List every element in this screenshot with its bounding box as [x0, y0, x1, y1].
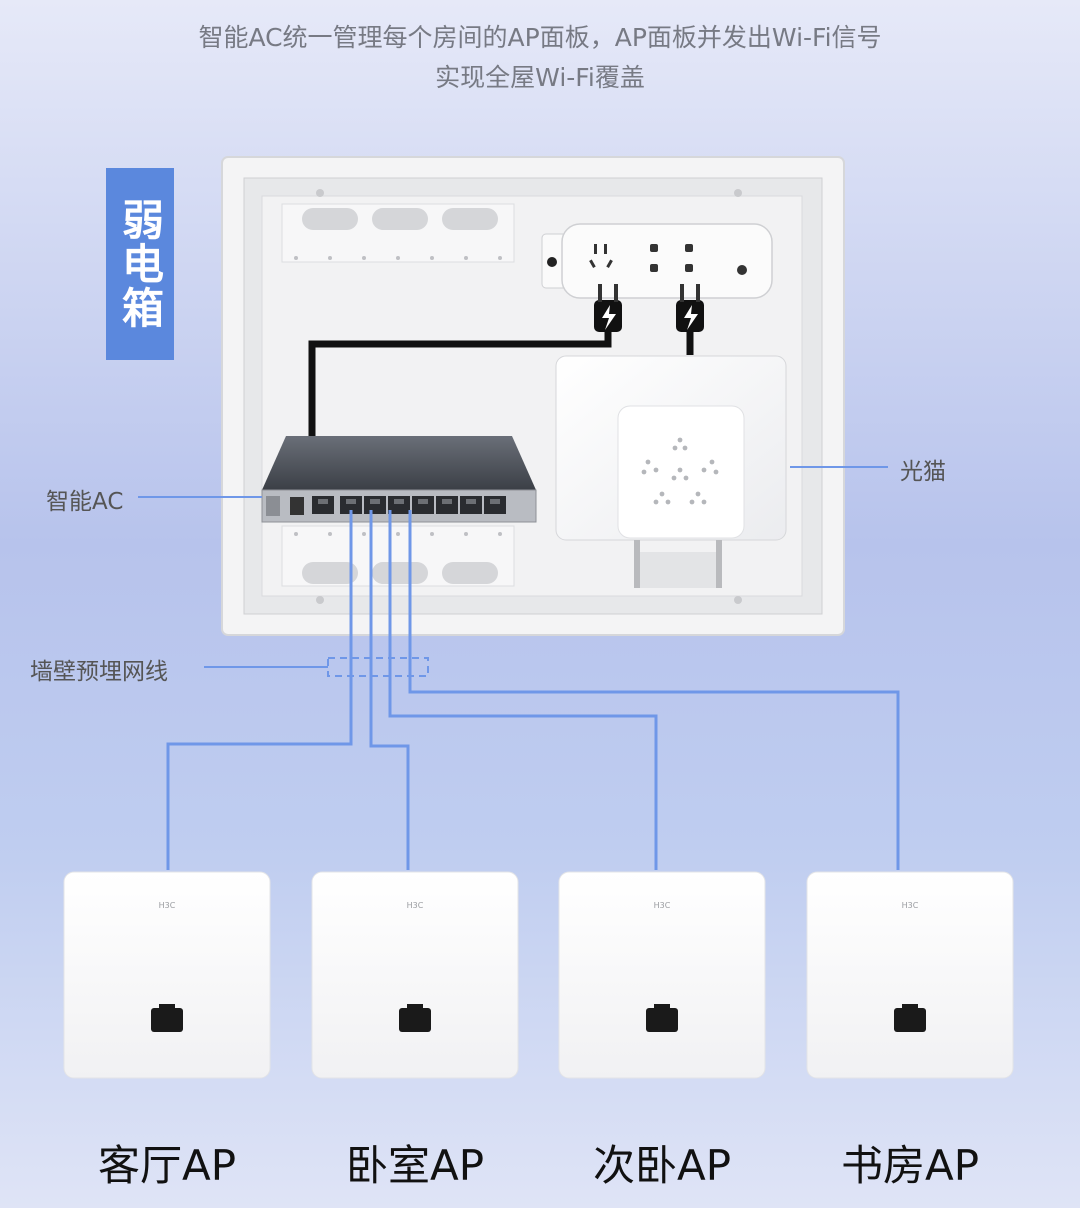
ap-label-study: 书房AP: [840, 1141, 980, 1190]
ap-brand-mark: H3C: [654, 901, 671, 910]
ap-brand-mark: H3C: [902, 901, 919, 910]
ap-panel-study: H3C: [806, 871, 1014, 1079]
power-strip: [541, 223, 773, 299]
optical-modem: [555, 355, 787, 588]
ap-label-second-bedroom: 次卧AP: [592, 1141, 732, 1190]
bottom-bracket: [281, 525, 515, 587]
callout-lines: [138, 466, 888, 677]
ap-brand-mark: H3C: [407, 901, 424, 910]
callout-smart-ac: 智能AC: [46, 489, 124, 515]
ap-label-living-room: 客厅AP: [97, 1141, 237, 1190]
top-bracket: [281, 203, 515, 263]
cabinet-tag: 弱电箱: [106, 168, 174, 360]
ap-panel-second-bedroom: H3C: [558, 871, 766, 1079]
headline-line-1: 智能AC统一管理每个房间的AP面板，AP面板并发出Wi-Fi信号: [198, 23, 882, 52]
smart-ac-switch: [261, 436, 537, 523]
ap-panel-bedroom: H3C: [311, 871, 519, 1079]
callout-optical-modem: 光猫: [900, 459, 946, 485]
power-cords: [308, 284, 704, 440]
headline: 智能AC统一管理每个房间的AP面板，AP面板并发出Wi-Fi信号 实现全屋Wi-…: [0, 18, 1080, 98]
callout-embedded-cable: 墙壁预埋网线: [30, 659, 168, 685]
ap-brand-mark: H3C: [159, 901, 176, 910]
network-cables: [166, 510, 900, 870]
headline-line-2: 实现全屋Wi-Fi覆盖: [435, 63, 645, 92]
ap-panel-living-room: H3C: [63, 871, 271, 1079]
ap-label-bedroom: 卧室AP: [345, 1141, 485, 1190]
